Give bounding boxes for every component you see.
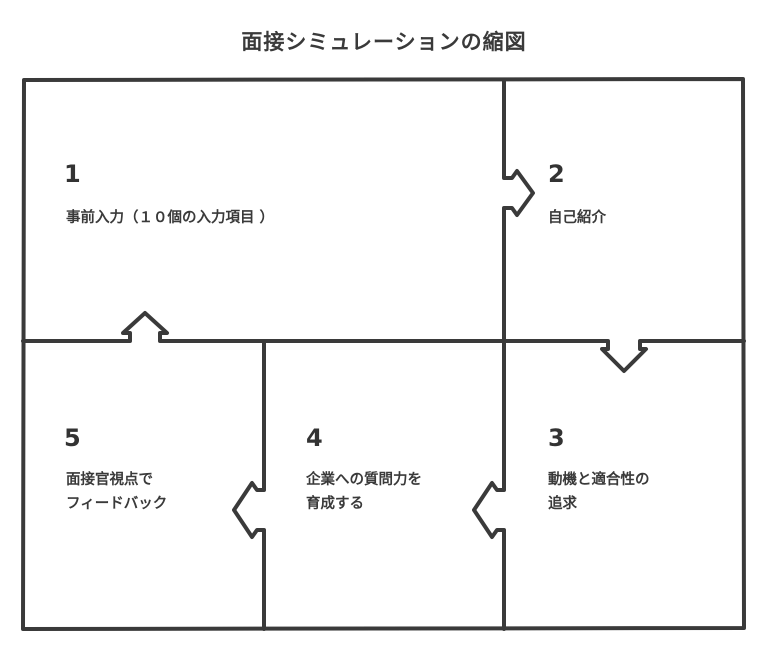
- diagram-title: 面接シミュレーションの縮図: [241, 30, 527, 54]
- step-3-number: 3: [548, 424, 565, 452]
- step-1-label: 事前入力（１０個の入力項目 ）: [66, 210, 275, 226]
- step-3-label: 動機と適合性の 追求: [548, 472, 650, 512]
- step-5-label: 面接官視点で フィードバック: [66, 472, 168, 512]
- divider-horizontal-left: [21, 311, 506, 343]
- divider-3-4-with-arrow: [472, 339, 506, 631]
- divider-1-2-with-arrow: [502, 78, 535, 343]
- step-2-number: 2: [548, 160, 565, 188]
- step-1-number: 1: [64, 160, 81, 188]
- divider-4-5-with-arrow: [232, 339, 266, 631]
- divider-horizontal-right: [502, 339, 746, 373]
- step-4-label: 企業への質問力を 育成する: [306, 472, 422, 512]
- step-4-number: 4: [306, 424, 323, 452]
- outer-border: [21, 77, 746, 631]
- step-2-label: 自己紹介: [548, 210, 606, 226]
- step-5-number: 5: [64, 424, 81, 452]
